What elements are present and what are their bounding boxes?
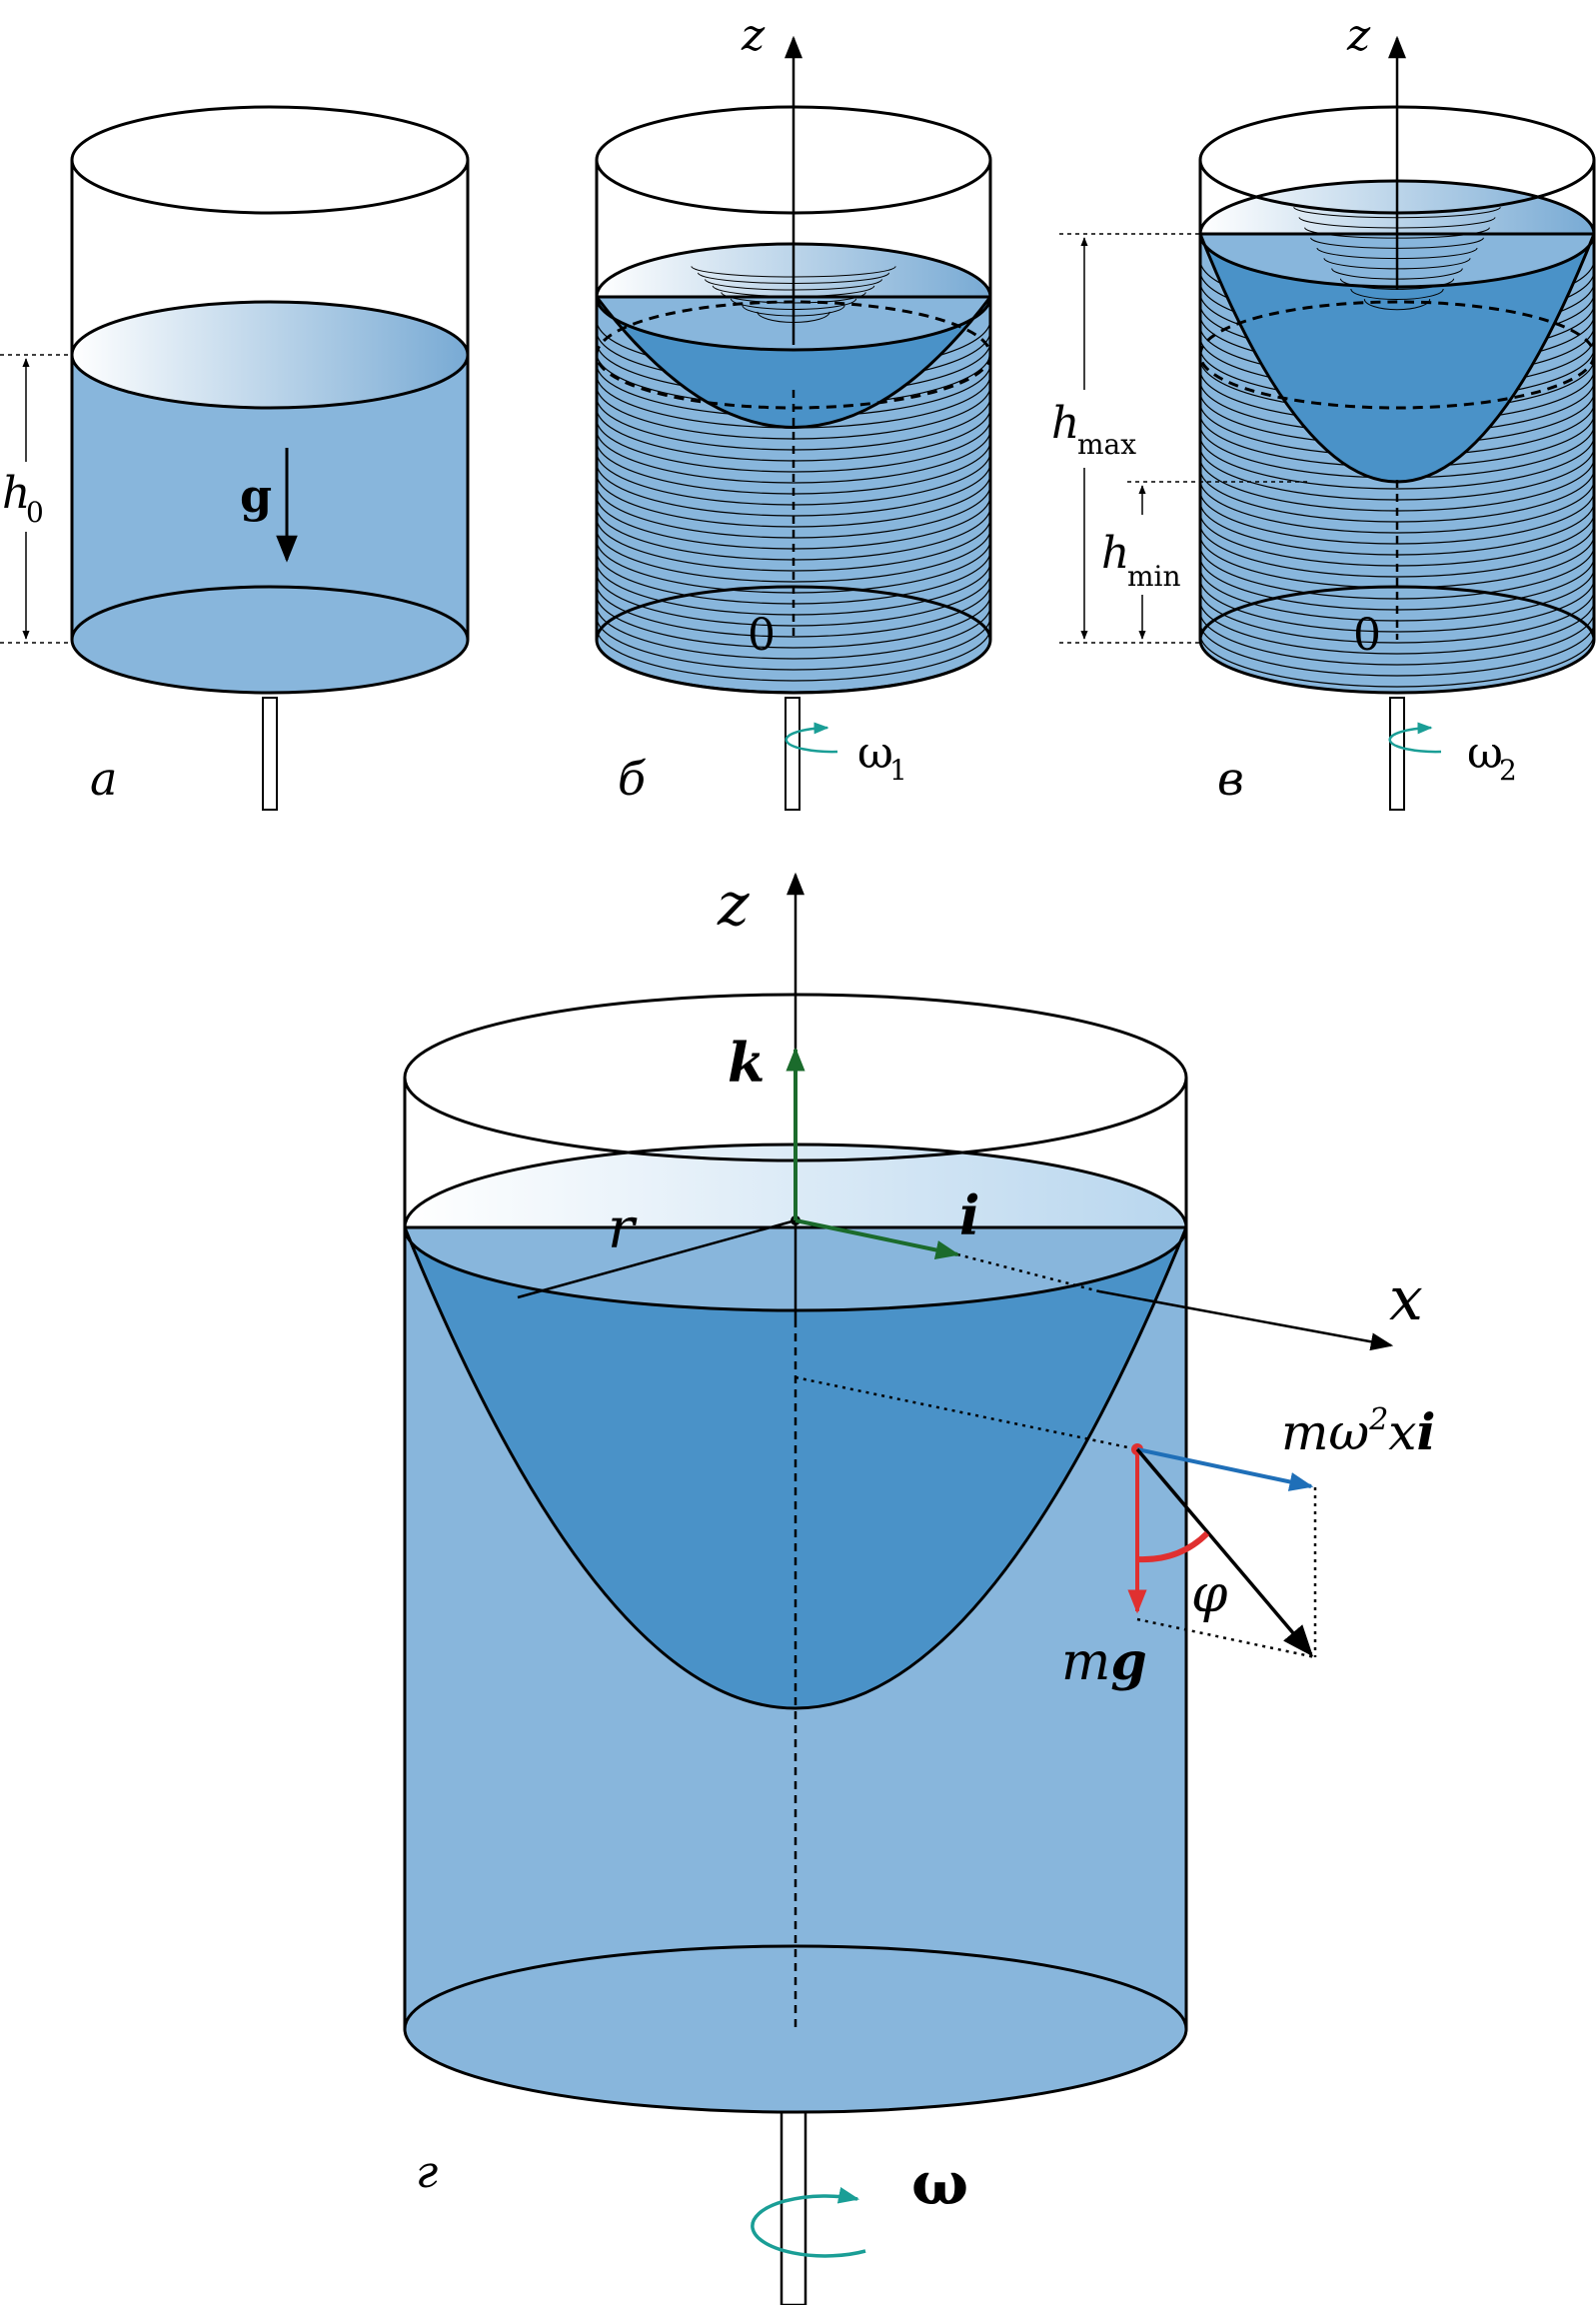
phi-angle-arc [1136, 1530, 1210, 1563]
paraboloid-ring [1350, 288, 1444, 300]
omega-label: ω [911, 2149, 968, 2219]
rotation-stripe [596, 583, 991, 638]
rotation-stripe [1199, 633, 1595, 688]
radius-line [517, 1218, 797, 1299]
rotation-arrow-icon [785, 722, 838, 754]
omega-label: ω [857, 728, 893, 779]
paraboloid-depression [403, 1226, 1188, 1710]
centrifugal-force-arrow [1136, 1447, 1314, 1491]
rotation-stripes [596, 319, 991, 693]
hmin-label: h [1101, 528, 1129, 579]
panel-v-label: в [1217, 752, 1244, 806]
rotation-stripe [596, 572, 991, 627]
x-axis-dotted [956, 1252, 1100, 1293]
shaft [785, 697, 800, 811]
shaft [1389, 697, 1405, 811]
panel-a: g h 0 а [0, 105, 470, 811]
rotation-stripe [596, 418, 991, 473]
cylinder-top-rim [70, 105, 470, 215]
rotation-stripe [596, 528, 991, 583]
rotation-stripe [596, 616, 991, 671]
rotation-stripe [1199, 611, 1595, 666]
water-body [72, 355, 468, 693]
gravity-label: mg [1061, 1631, 1147, 1692]
z-axis-label: z [717, 870, 750, 940]
hmin-subscript: min [1127, 560, 1181, 593]
omega-subscript: 2 [1499, 754, 1517, 787]
z-axis-label: z [741, 10, 766, 61]
origin-label: 0 [748, 610, 776, 661]
origin-label: 0 [1353, 610, 1381, 661]
panel-v: z 0 h max h min ω 2 в [1047, 10, 1596, 811]
paraboloid-depression [1198, 233, 1596, 484]
hmax-label: h [1051, 398, 1079, 449]
panel-b-label: б [618, 752, 647, 806]
centrifugal-label: mω2xi [1281, 1402, 1435, 1461]
panel-b: z 0 ω 1 б [595, 10, 992, 811]
panel-g: z r x k i φ mω2xi mg ω г [403, 870, 1435, 2305]
rotation-stripe [1199, 622, 1595, 677]
rotation-arrow-icon [751, 2187, 866, 2258]
rotation-stripe [596, 594, 991, 649]
x-axis [1098, 1289, 1394, 1351]
rotation-stripe [596, 517, 991, 572]
omega-subscript: 1 [889, 754, 907, 787]
rotation-stripe [596, 473, 991, 528]
rotation-arrow-icon [1388, 722, 1442, 754]
resultant-force-arrow [1135, 1447, 1314, 1657]
rotation-stripe [596, 429, 991, 484]
r-label: r [608, 1196, 638, 1261]
i-vector [795, 1218, 960, 1259]
rotation-stripe [1199, 600, 1595, 655]
k-label: k [728, 1031, 765, 1095]
h0-subscript: 0 [26, 496, 44, 529]
panel-a-label: а [90, 752, 117, 806]
rotation-stripe [1199, 435, 1595, 490]
rotation-stripe [1199, 468, 1595, 523]
point-projection-dotted [795, 1375, 1138, 1451]
paraboloid-depression [595, 292, 992, 429]
water-surface [70, 300, 470, 410]
panel-g-label: г [416, 2147, 438, 2198]
z-axis-label: z [1346, 10, 1371, 61]
rotation-stripe [1199, 523, 1595, 578]
h0-label: h [2, 468, 30, 519]
rotation-stripe [596, 627, 991, 682]
phi-label: φ [1191, 1564, 1228, 1624]
rotation-stripe [596, 462, 991, 517]
omega-label: ω [1467, 728, 1503, 779]
rotation-stripe [596, 605, 991, 660]
x-axis-label: x [1389, 1264, 1423, 1334]
i-label: i [959, 1183, 980, 1247]
hmax-subscript: max [1077, 428, 1136, 461]
g-label: g [240, 469, 272, 523]
rotation-stripe [1199, 578, 1595, 633]
shaft [262, 697, 278, 811]
rotation-stripe [1199, 479, 1595, 534]
